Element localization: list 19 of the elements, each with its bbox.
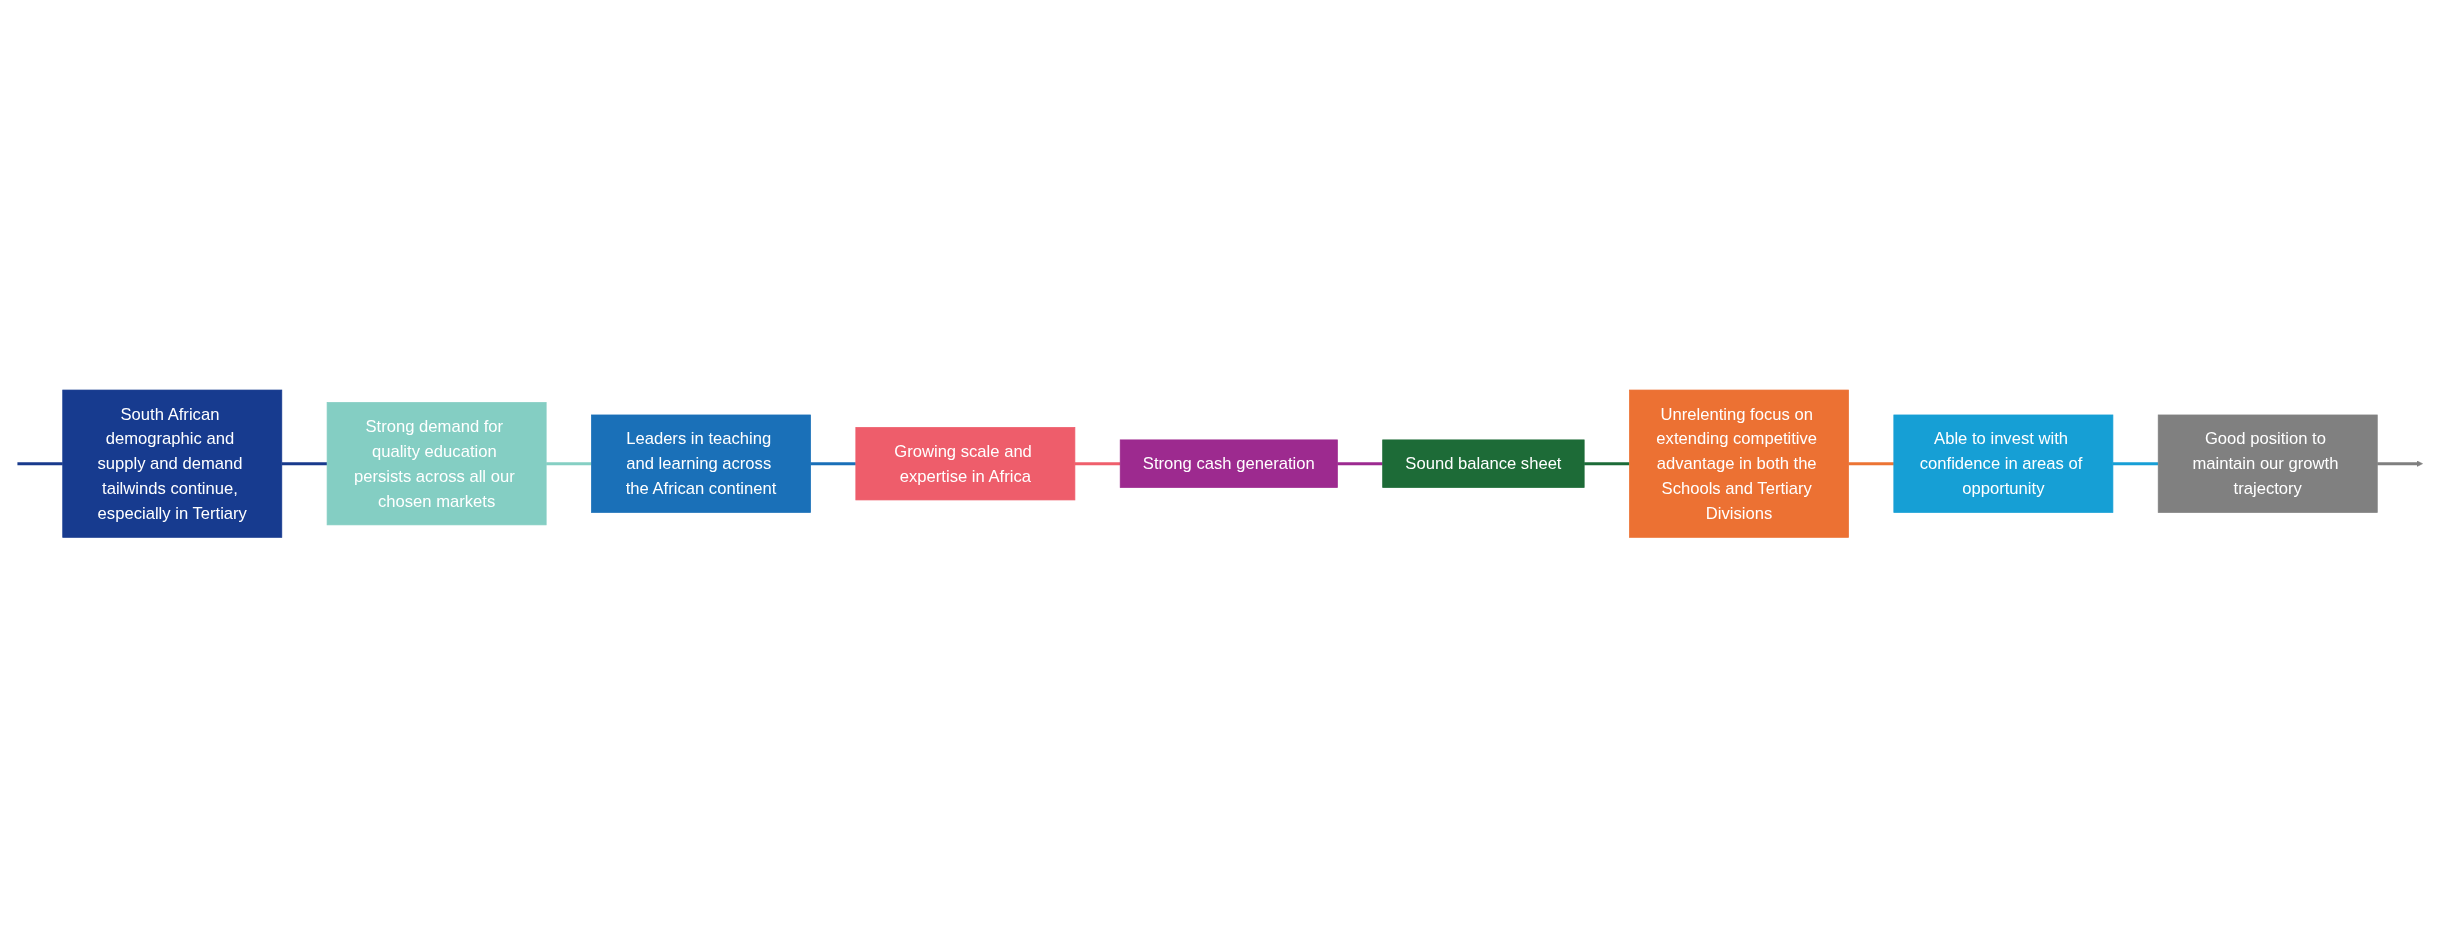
connector — [281, 462, 328, 466]
node-box: Good position to maintain our growth trajectory — [2157, 414, 2378, 514]
connector — [810, 462, 856, 466]
connector — [546, 462, 592, 466]
connector — [1584, 462, 1630, 466]
connector — [1337, 462, 1383, 466]
node-box: Growing scale and expertise in Africa — [855, 427, 1076, 501]
node-box: South African demographic and supply and demand tailwinds continue, especially in Tertiary — [62, 390, 283, 538]
connector — [2112, 462, 2159, 466]
node-box: Able to invest with confidence in areas of opportunity — [1893, 414, 2114, 514]
node-box: Sound balance sheet — [1382, 439, 1585, 489]
arrow — [2377, 460, 2423, 468]
node-box: Unrelenting focus on extending competitive advantage in both the Schools and Tertiary Divisions — [1629, 390, 1849, 538]
node-box: Strong demand for quality education persists across all our chosen markets — [326, 402, 547, 526]
node-box: Leaders in teaching and learning across the African continent — [591, 414, 811, 514]
node-box: Strong cash generation — [1119, 439, 1338, 489]
connector — [1074, 462, 1121, 466]
connector — [1848, 462, 1894, 466]
connector — [17, 462, 63, 466]
